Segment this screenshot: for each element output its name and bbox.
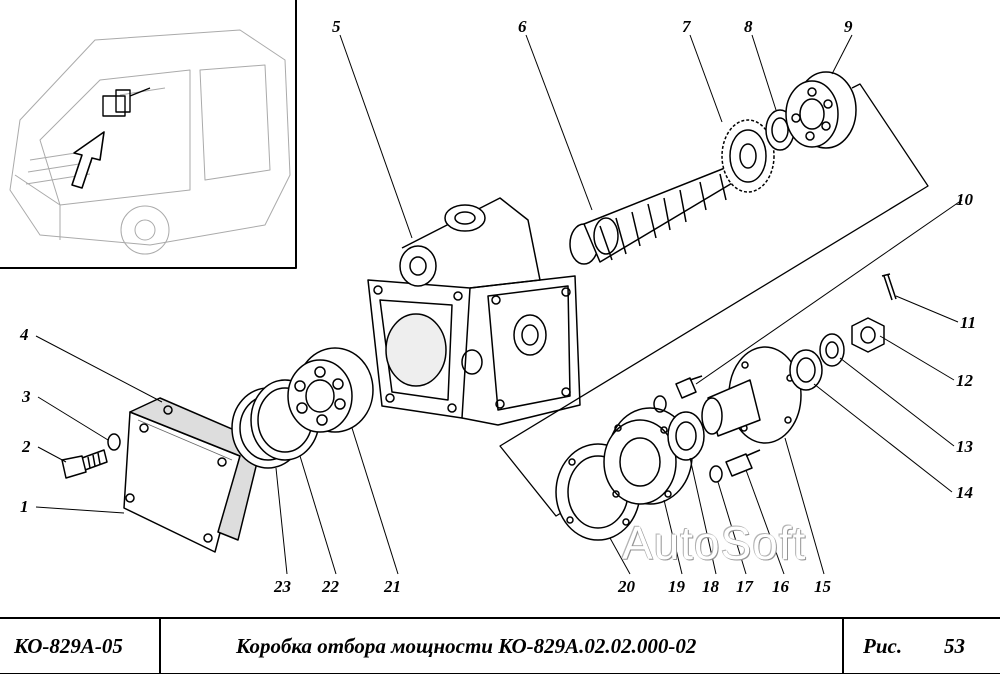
model-code: КО-829А-05	[14, 634, 123, 658]
callout-3: 3	[21, 387, 31, 406]
part-6-shaft	[569, 161, 745, 265]
arrow-icon	[71, 131, 105, 189]
callout-14: 14	[956, 483, 973, 502]
part-2-bolt	[61, 449, 108, 479]
pto-location-marker	[102, 87, 151, 117]
part-17-washer	[709, 465, 723, 483]
callout-17: 17	[736, 577, 755, 596]
callout-6: 6	[518, 17, 527, 36]
callout-22: 22	[321, 577, 340, 596]
part-7-gear	[721, 119, 775, 193]
part-12-nut	[851, 317, 885, 353]
part-16-bolt	[725, 449, 761, 477]
assembly-line-upper	[499, 83, 929, 517]
callout-1: 1	[20, 497, 29, 516]
callout-8: 8	[744, 17, 753, 36]
callout-12: 12	[956, 371, 974, 390]
callout-numbers: 1 2 3 4 5 6 7 8 9 10 11 12 13 14 15 16 1…	[19, 17, 976, 596]
callout-18: 18	[702, 577, 720, 596]
callout-10: 10	[956, 190, 974, 209]
callout-19: 19	[668, 577, 686, 596]
part-21-bearing	[287, 347, 374, 433]
part-3-washer	[107, 433, 121, 451]
part-11-cotter-pin	[881, 273, 897, 301]
callout-21: 21	[383, 577, 401, 596]
inset-truck-view	[0, 0, 297, 269]
figure-prefix: Рис.	[863, 634, 903, 658]
part-13-washer	[819, 333, 845, 367]
callout-13: 13	[956, 437, 974, 456]
title-block-frame	[0, 617, 1000, 674]
callout-16: 16	[772, 577, 790, 596]
part-10-washer	[653, 395, 667, 413]
part-15-output-flange	[701, 346, 802, 444]
part-10-bolt	[675, 375, 703, 399]
callout-11: 11	[960, 313, 976, 332]
callout-7: 7	[682, 17, 692, 36]
callout-4: 4	[19, 325, 29, 344]
callout-9: 9	[844, 17, 853, 36]
part-14-seal	[789, 349, 823, 391]
part-9-bearing	[785, 71, 857, 149]
callout-2: 2	[21, 437, 31, 456]
drawing-title: Коробка отбора мощности КО-829А.02.02.00…	[236, 634, 697, 658]
callout-5: 5	[332, 17, 341, 36]
callout-20: 20	[617, 577, 636, 596]
watermark: AutoSoft	[622, 517, 807, 569]
part-5-housing	[367, 197, 581, 426]
leader-lines	[35, 34, 963, 575]
part-18-seal	[667, 411, 705, 461]
callout-23: 23	[273, 577, 292, 596]
figure-number: 53	[944, 634, 965, 658]
callout-15: 15	[814, 577, 832, 596]
